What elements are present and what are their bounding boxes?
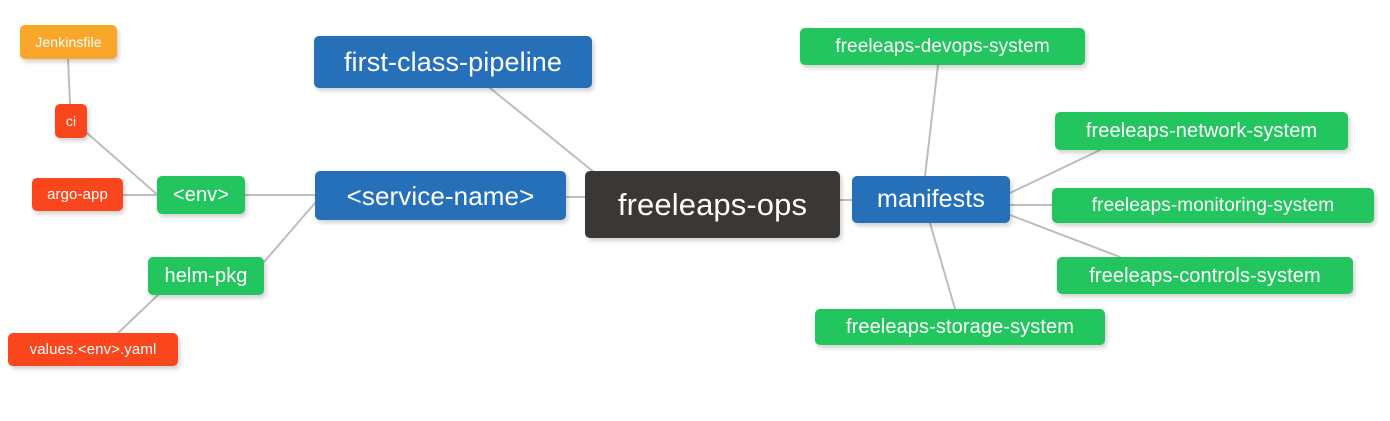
node-label-argo-app: argo-app	[47, 186, 108, 203]
edge-helm-pkg-to-values-env-yaml	[117, 293, 160, 334]
node-jenkinsfile[interactable]: Jenkinsfile	[20, 25, 117, 59]
node-freeleaps-storage-system[interactable]: freeleaps-storage-system	[815, 309, 1105, 345]
node-env[interactable]: <env>	[157, 176, 245, 214]
node-label-freeleaps-storage-system: freeleaps-storage-system	[845, 316, 1075, 338]
node-label-freeleaps-network-system: freeleaps-network-system	[1085, 120, 1318, 142]
node-first-class-pipeline[interactable]: first-class-pipeline	[314, 36, 592, 88]
node-label-env: <env>	[172, 184, 230, 206]
edge-first-class-pipeline-to-freeleaps-ops	[489, 87, 601, 178]
node-freeleaps-controls-system[interactable]: freeleaps-controls-system	[1057, 257, 1353, 294]
node-freeleaps-ops[interactable]: freeleaps-ops	[585, 171, 840, 238]
node-ci[interactable]: ci	[55, 104, 87, 138]
edge-service-name-to-helm-pkg	[263, 202, 316, 263]
node-label-jenkinsfile: Jenkinsfile	[35, 34, 102, 50]
node-freeleaps-devops-system[interactable]: freeleaps-devops-system	[800, 28, 1085, 65]
edge-manifests-to-freeleaps-storage-system	[929, 222, 956, 310]
edge-jenkinsfile-to-ci	[67, 58, 71, 105]
node-helm-pkg[interactable]: helm-pkg	[148, 257, 264, 295]
node-label-freeleaps-ops: freeleaps-ops	[617, 187, 808, 222]
node-label-values-env-yaml: values.<env>.yaml	[29, 341, 157, 358]
edge-ci-to-env	[86, 132, 161, 198]
node-label-manifests: manifests	[877, 185, 985, 213]
node-argo-app[interactable]: argo-app	[32, 178, 123, 211]
edge-manifests-to-freeleaps-controls-system	[1009, 214, 1121, 258]
node-label-helm-pkg: helm-pkg	[164, 265, 248, 287]
node-label-service-name: <service-name>	[346, 180, 535, 211]
node-label-freeleaps-monitoring-system: freeleaps-monitoring-system	[1091, 195, 1335, 216]
node-label-freeleaps-controls-system: freeleaps-controls-system	[1089, 264, 1321, 287]
node-values-env-yaml[interactable]: values.<env>.yaml	[8, 333, 178, 366]
edge-manifests-to-freeleaps-network-system	[1009, 149, 1101, 194]
edge-manifests-to-freeleaps-devops-system	[924, 64, 939, 177]
node-freeleaps-network-system[interactable]: freeleaps-network-system	[1055, 112, 1348, 150]
node-label-ci: ci	[65, 113, 77, 129]
node-label-first-class-pipeline: first-class-pipeline	[343, 46, 563, 77]
node-label-freeleaps-devops-system: freeleaps-devops-system	[835, 36, 1050, 57]
node-manifests[interactable]: manifests	[852, 176, 1010, 223]
node-service-name[interactable]: <service-name>	[315, 171, 566, 220]
node-freeleaps-monitoring-system[interactable]: freeleaps-monitoring-system	[1052, 188, 1374, 223]
